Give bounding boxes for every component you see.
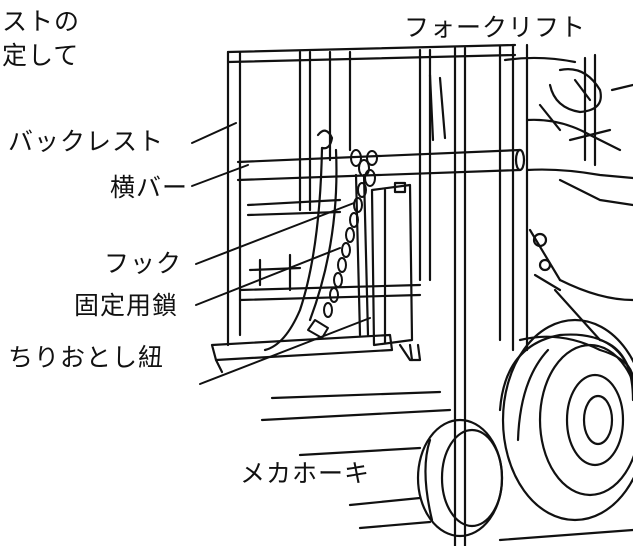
header-fragment-line2: 定して: [2, 41, 80, 70]
cab: [428, 53, 633, 207]
leader-lines: [191, 122, 371, 385]
hydraulic-joint: [528, 228, 562, 292]
header-fragment-line1: ストの: [2, 7, 81, 36]
front-tire: [416, 418, 504, 538]
label-crossbar: 横バー: [110, 173, 189, 202]
ground-lines: [260, 390, 633, 542]
label-backrest: バックレスト: [8, 127, 165, 156]
carriage: [354, 173, 414, 347]
label-hook: フック: [104, 249, 183, 278]
label-forklift: フォークリフト: [404, 13, 587, 42]
chain: [307, 149, 378, 339]
label-dust-string: ちりおとし紐: [8, 343, 165, 372]
rear-tire: [498, 318, 633, 522]
label-fixing-chain: 固定用鎖: [74, 291, 179, 320]
crossbar: [236, 148, 526, 182]
mast-frame: [226, 43, 529, 546]
forks: [210, 333, 422, 374]
label-maker: メカホーキ: [240, 459, 371, 488]
